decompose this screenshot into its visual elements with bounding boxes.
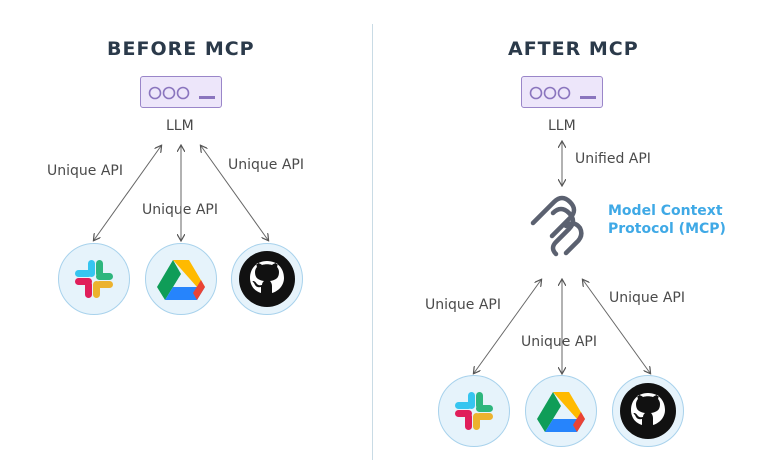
before-llm-label: LLM	[166, 118, 194, 134]
llm-server-icon	[140, 76, 222, 108]
github-icon	[612, 375, 684, 447]
github-icon	[231, 243, 303, 315]
mcp-label: Model Context Protocol (MCP)	[608, 202, 726, 238]
before-arrow-slack	[94, 146, 161, 240]
google-drive-icon	[525, 375, 597, 447]
after-llm-label: LLM	[548, 118, 576, 134]
before-arrow-github	[201, 146, 268, 240]
slack-icon	[58, 243, 130, 315]
unified-api-label: Unified API	[575, 151, 651, 167]
mcp-logo-icon	[530, 195, 584, 257]
before-title: BEFORE MCP	[107, 38, 255, 60]
llm-server-icon	[521, 76, 603, 108]
panel-divider	[372, 24, 373, 460]
after-arrow-slack	[474, 280, 541, 373]
mcp-label-line1: Model Context	[608, 203, 723, 219]
mcp-label-line2: Protocol (MCP)	[608, 221, 726, 237]
google-drive-icon	[145, 243, 217, 315]
slack-icon	[438, 375, 510, 447]
after-title: AFTER MCP	[508, 38, 639, 60]
after-arrow-github	[583, 280, 650, 373]
